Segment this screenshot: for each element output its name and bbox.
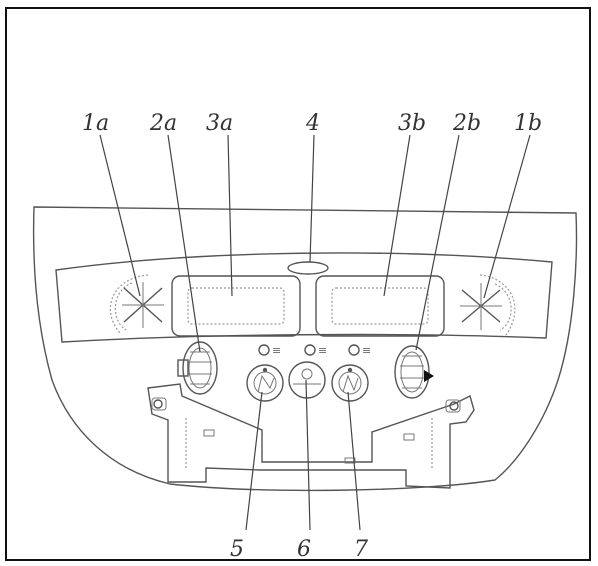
vent-right <box>460 274 516 336</box>
lower-housing <box>147 383 475 489</box>
knob-6[interactable] <box>288 361 326 399</box>
knob-5[interactable] <box>246 364 284 402</box>
thumbwheel-left[interactable] <box>177 341 218 395</box>
center-sensor <box>287 261 329 275</box>
leader-lines <box>99 134 531 531</box>
display-right <box>315 275 445 337</box>
callout-2b: 2b <box>452 111 481 136</box>
indicator-mark-1: ≡ <box>272 344 281 357</box>
callout-1b: 1b <box>514 111 542 136</box>
display-left <box>171 275 301 337</box>
callout-3a: 3a <box>206 111 233 136</box>
callout-4: 4 <box>305 111 320 136</box>
indicator-lights: ≡ ≡ ≡ <box>258 344 371 357</box>
callout-5: 5 <box>230 537 244 562</box>
indicator-light-1 <box>258 344 270 356</box>
indicator-mark-2: ≡ <box>318 344 327 357</box>
dashboard-outline <box>32 206 578 492</box>
callout-2a: 2a <box>149 111 177 136</box>
indicator-light-2 <box>304 344 316 356</box>
thumbwheel-right[interactable] <box>394 345 434 399</box>
indicator-light-3 <box>348 344 360 356</box>
knob-7[interactable] <box>331 364 369 402</box>
vent-left <box>109 274 164 334</box>
display-strip <box>55 252 553 343</box>
callout-6: 6 <box>297 537 311 562</box>
callout-1a: 1a <box>82 111 109 136</box>
callout-3b: 3b <box>398 111 426 136</box>
wheel-arrow-icon <box>424 370 434 382</box>
indicator-mark-3: ≡ <box>362 344 371 357</box>
figure-frame <box>5 7 591 561</box>
callout-7: 7 <box>354 537 368 562</box>
